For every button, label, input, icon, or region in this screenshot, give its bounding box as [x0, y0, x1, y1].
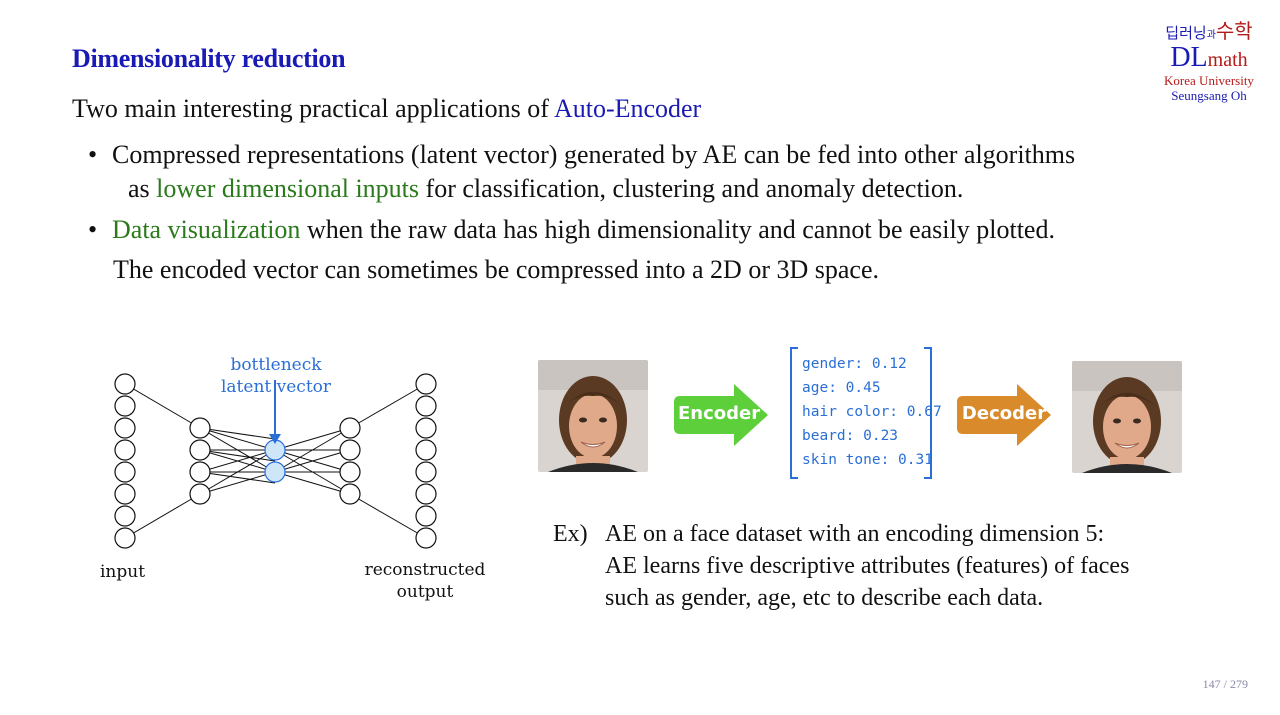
bullet2-highlight: Data visualization	[112, 215, 301, 244]
feature-beard: beard: 0.23	[802, 428, 899, 444]
network-node	[189, 483, 211, 505]
network-node	[189, 417, 211, 439]
output-label: reconstructed output	[355, 559, 495, 603]
example-text: AE on a face dataset with an encoding di…	[605, 518, 1129, 614]
network-nodes	[114, 373, 437, 549]
network-edge	[199, 449, 276, 473]
slide-title: Dimensionality reduction	[72, 44, 346, 73]
network-edge	[274, 427, 351, 473]
network-edge	[124, 383, 201, 429]
network-edge	[199, 471, 276, 495]
latent-bracket	[790, 347, 932, 479]
network-edge	[349, 383, 427, 429]
feature-gender: gender: 0.12	[802, 356, 907, 372]
bullet-visualization: • Data visualization when the raw data ha…	[88, 213, 1055, 247]
latent-node	[264, 461, 286, 483]
intro-text: Two main interesting practical applicati…	[72, 94, 554, 123]
network-node	[415, 505, 437, 527]
bottleneck-label: bottleneck latent vector	[206, 354, 346, 398]
latent-features: gender: 0.12 age: 0.45 hair color: 0.67 …	[802, 352, 942, 472]
network-edges	[124, 383, 427, 539]
decoder-label: Decoder	[961, 403, 1047, 424]
bullet1-prefix: as	[128, 174, 157, 203]
network-edge	[124, 493, 201, 539]
logo-brand: DLmath	[1170, 42, 1248, 73]
network-node	[415, 373, 437, 395]
bullet-compressed: • Compressed representations (latent vect…	[88, 138, 1075, 206]
network-node	[339, 461, 361, 483]
output-line2: output	[396, 582, 454, 602]
network-node	[339, 439, 361, 461]
decoder-arrow	[957, 384, 1051, 446]
feature-hair-color: hair color: 0.67	[802, 404, 942, 420]
network-node	[415, 417, 437, 439]
intro-line: Two main interesting practical applicati…	[72, 94, 701, 124]
logo: 딥러닝과수학 DLmath Korea University Seungsang…	[1160, 19, 1258, 103]
network-node	[114, 505, 136, 527]
example-line2: AE learns five descriptive attributes (f…	[605, 553, 1130, 579]
network-node	[114, 417, 136, 439]
network-node	[415, 439, 437, 461]
feature-age: age: 0.45	[802, 380, 881, 396]
logo-university: Korea University	[1164, 73, 1254, 88]
bullet1-line1: Compressed representations (latent vecto…	[112, 140, 1076, 169]
network-edge	[274, 471, 351, 495]
network-node	[415, 527, 437, 549]
logo-korean: 딥러닝과수학	[1165, 19, 1253, 43]
network-edge	[199, 471, 276, 484]
network-node	[114, 527, 136, 549]
network-node	[189, 439, 211, 461]
bullet1-highlight: lower dimensional inputs	[156, 174, 420, 203]
network-node	[114, 395, 136, 417]
bottleneck-arrow-head	[269, 434, 281, 444]
network-edge	[274, 449, 351, 473]
network-edge	[199, 427, 276, 451]
example-line3: such as gender, age, etc to describe eac…	[605, 585, 1044, 611]
encoder-label: Encoder	[678, 403, 761, 424]
network-node	[415, 483, 437, 505]
network-edge	[274, 427, 351, 451]
page-number: 147 / 279	[1202, 677, 1248, 691]
encoder-arrow	[674, 384, 768, 446]
output-line1: reconstructed	[364, 560, 486, 580]
bottleneck-line2: latent vector	[220, 377, 332, 397]
bullet1-suffix: for classification, clustering and anoma…	[419, 174, 964, 203]
network-node	[415, 461, 437, 483]
bottleneck-line1: bottleneck	[230, 355, 322, 375]
network-node	[339, 483, 361, 505]
bullet2-continuation: The encoded vector can sometimes be comp…	[113, 255, 880, 284]
network-node	[114, 439, 136, 461]
network-node	[114, 483, 136, 505]
bullet-dot: •	[88, 140, 98, 169]
input-label: input	[100, 562, 146, 582]
network-node	[339, 417, 361, 439]
output-face-image	[1072, 361, 1182, 473]
network-node	[114, 373, 136, 395]
network-edge	[199, 449, 276, 495]
logo-author: Seungsang Oh	[1171, 88, 1247, 103]
bullet2-text: when the raw data has high dimensionalit…	[300, 215, 1055, 244]
network-node	[415, 395, 437, 417]
example-prefix: Ex)	[553, 521, 588, 547]
autoencoder-diagram	[114, 373, 437, 549]
network-node	[114, 461, 136, 483]
network-edge	[199, 427, 276, 440]
example-line1: AE on a face dataset with an encoding di…	[605, 521, 1105, 547]
bullet-dot: •	[88, 215, 98, 244]
network-edge	[349, 493, 427, 539]
network-edge	[199, 449, 276, 462]
network-node	[189, 461, 211, 483]
input-face-image	[538, 360, 648, 472]
feature-skin-tone: skin tone: 0.31	[802, 452, 933, 468]
intro-highlight: Auto-Encoder	[553, 94, 702, 123]
